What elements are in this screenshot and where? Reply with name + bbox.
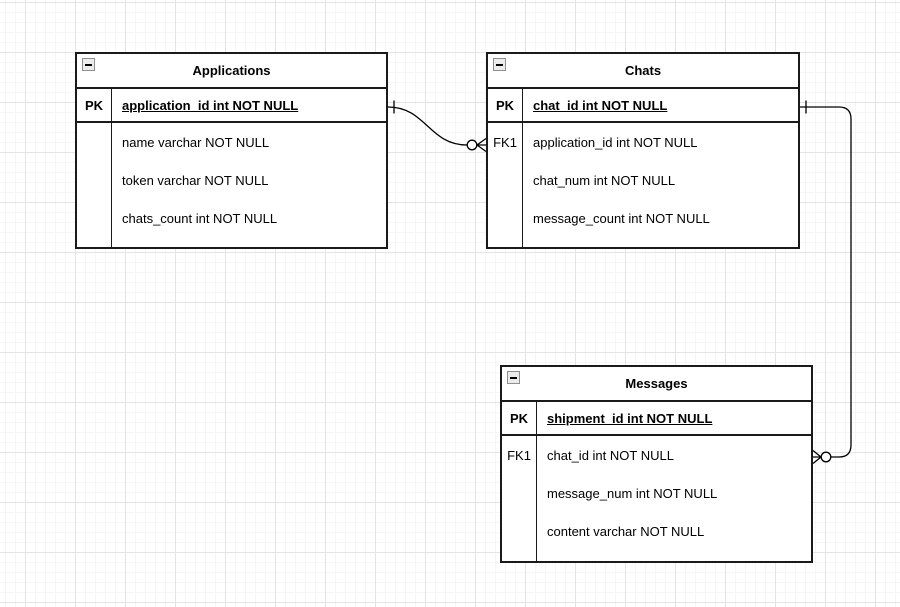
entity-header: Messages [502,367,811,402]
entity-body: FK1 application_id int NOT NULL chat_num… [488,123,798,247]
key-label [502,512,536,550]
edge-path [800,106,852,458]
pk-field: shipment_id int NOT NULL [547,410,713,426]
key-column [77,123,112,247]
entity-applications[interactable]: Applications PK application_id int NOT N… [75,52,388,249]
edge-path [387,106,468,146]
crow-foot-icon [476,137,487,153]
entity-title: Messages [625,376,688,391]
field-row: application_id int NOT NULL [533,134,698,150]
field-row: chat_num int NOT NULL [533,172,676,188]
key-label [77,199,111,237]
key-column: FK1 [488,123,523,247]
pk-label: PK [502,402,537,434]
primary-key-row: PK application_id int NOT NULL [77,89,386,123]
collapse-icon[interactable] [493,58,506,71]
entity-body: name varchar NOT NULL token varchar NOT … [77,123,386,247]
pk-label: PK [77,89,112,121]
zero-circle-icon [466,139,478,151]
entity-title: Applications [192,63,271,78]
entity-title: Chats [624,63,662,78]
pk-field: application_id int NOT NULL [122,97,299,113]
key-label [77,161,111,199]
key-label: FK1 [493,134,517,150]
pk-field: chat_id int NOT NULL [533,97,668,113]
field-row: chat_id int NOT NULL [547,447,674,463]
key-label [488,161,522,199]
key-column: FK1 [502,436,537,561]
primary-key-row: PK chat_id int NOT NULL [488,89,798,123]
key-label: FK1 [507,447,531,463]
field-column: application_id int NOT NULL chat_num int… [523,123,798,247]
crow-foot-icon [812,449,822,465]
primary-key-row: PK shipment_id int NOT NULL [502,402,811,436]
entity-header: Chats [488,54,798,89]
key-label [488,199,522,237]
key-label [77,123,111,161]
field-column: chat_id int NOT NULL message_num int NOT… [537,436,811,561]
field-row: chats_count int NOT NULL [122,210,278,226]
entity-messages[interactable]: Messages PK shipment_id int NOT NULL FK1… [500,365,813,563]
field-row: message_count int NOT NULL [533,210,710,226]
collapse-icon[interactable] [82,58,95,71]
field-row: message_num int NOT NULL [547,485,718,501]
key-label [502,474,536,512]
relationship-applications-chats[interactable] [387,100,487,153]
collapse-icon[interactable] [507,371,520,384]
field-row: token varchar NOT NULL [122,172,269,188]
entity-body: FK1 chat_id int NOT NULL message_num int… [502,436,811,561]
zero-circle-icon [820,451,832,463]
entity-header: Applications [77,54,386,89]
entity-chats[interactable]: Chats PK chat_id int NOT NULL FK1 applic… [486,52,800,249]
field-column: name varchar NOT NULL token varchar NOT … [112,123,386,247]
field-row: content varchar NOT NULL [547,523,705,539]
pk-label: PK [488,89,523,121]
field-row: name varchar NOT NULL [122,134,270,150]
